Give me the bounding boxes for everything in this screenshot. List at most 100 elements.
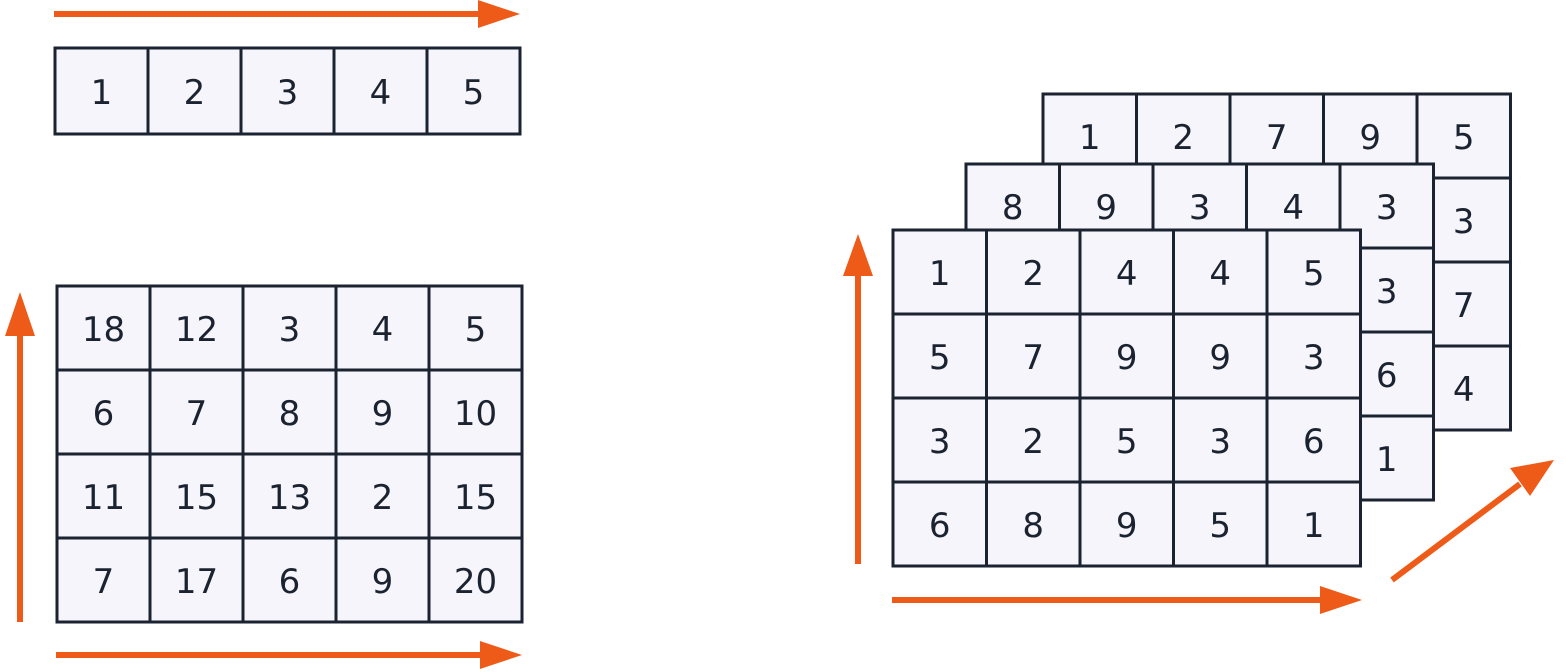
cell-value: 7: [1022, 338, 1044, 378]
cell-value: 1: [91, 73, 113, 113]
tensor-x-arrow: [892, 586, 1362, 614]
cell-value: 9: [1095, 188, 1117, 228]
cell-value: 2: [184, 73, 206, 113]
cell-value: 1: [1079, 118, 1101, 158]
cell-box: [55, 368, 152, 456]
matrix-cell: 2: [334, 452, 431, 540]
cell-value: 9: [1359, 118, 1381, 158]
cell-value: 5: [1303, 254, 1325, 294]
matrix-cell: 9: [334, 536, 431, 624]
matrix-cell: 7: [55, 536, 152, 624]
tensor-cell: 4: [1078, 228, 1175, 316]
matrix-cell: 9: [334, 368, 431, 456]
tensor-z-arrow: [1390, 460, 1554, 583]
tensor-cell: 3: [1338, 246, 1435, 334]
tensor-cell: 9: [1078, 312, 1175, 400]
cell-box: [1265, 396, 1362, 484]
cell-value: 9: [372, 562, 394, 602]
matrix-cell: 6: [241, 536, 338, 624]
cell-box: [55, 536, 152, 624]
matrix-x-arrow: [56, 641, 522, 669]
cell-box: [241, 536, 338, 624]
matrix-cell: 7: [148, 368, 245, 456]
tensor-cell: 5: [1265, 228, 1362, 316]
tensor-cell: 4: [1172, 228, 1269, 316]
tensor-cell: 5: [1172, 480, 1269, 568]
cell-box: [55, 452, 152, 540]
cell-box: [427, 536, 524, 624]
tensor-cell: 6: [1265, 396, 1362, 484]
cell-value: 1: [1303, 506, 1325, 546]
tensor-cell: 2: [985, 228, 1082, 316]
cell-value: 3: [1376, 272, 1398, 312]
cell-value: 8: [1002, 188, 1024, 228]
cell-box: [53, 46, 150, 136]
cell-box: [985, 228, 1082, 316]
vector-cell: 2: [146, 46, 243, 136]
matrix-cell: 8: [241, 368, 338, 456]
cell-value: 3: [1453, 202, 1475, 242]
cell-value: 5: [465, 310, 487, 350]
cell-value: 12: [175, 310, 218, 350]
cell-value: 5: [1116, 422, 1138, 462]
tensor-cell: 3: [891, 396, 988, 484]
cell-box: [55, 284, 152, 372]
cell-value: 13: [268, 478, 311, 518]
vector-grid: 1 2 3 4 5: [53, 46, 522, 136]
matrix-cell: 20: [427, 536, 524, 624]
cell-box: [1172, 480, 1269, 568]
cell-value: 4: [370, 73, 392, 113]
matrix-cell: 15: [427, 452, 524, 540]
cell-value: 2: [1172, 118, 1194, 158]
matrix-cell: 5: [427, 284, 524, 372]
cell-box: [1078, 396, 1175, 484]
cell-value: 7: [1453, 286, 1475, 326]
cell-box: [239, 46, 336, 136]
cell-value: 6: [929, 506, 951, 546]
cell-value: 2: [372, 478, 394, 518]
cell-value: 5: [1209, 506, 1231, 546]
cell-box: [425, 46, 522, 136]
cell-value: 5: [1453, 118, 1475, 158]
cell-value: 8: [279, 394, 301, 434]
cell-box: [891, 396, 988, 484]
cell-box: [985, 396, 1082, 484]
cell-value: 10: [454, 394, 497, 434]
cell-box: [334, 452, 431, 540]
cell-value: 3: [277, 73, 299, 113]
cell-value: 9: [372, 394, 394, 434]
cell-value: 3: [279, 310, 301, 350]
vector-cell: 5: [425, 46, 522, 136]
cell-value: 11: [82, 478, 125, 518]
tensor-cell: 7: [985, 312, 1082, 400]
matrix-cell: 6: [55, 368, 152, 456]
cell-value: 6: [1376, 356, 1398, 396]
cell-value: 5: [463, 73, 485, 113]
cell-box: [148, 536, 245, 624]
vector-x-arrow: [54, 0, 520, 28]
tensor-y-arrow: [843, 234, 873, 564]
cell-box: [427, 284, 524, 372]
cell-value: 4: [372, 310, 394, 350]
matrix-cell: 10: [427, 368, 524, 456]
cell-box: [334, 368, 431, 456]
cell-value: 15: [175, 478, 218, 518]
cell-value: 7: [186, 394, 208, 434]
cell-value: 7: [1266, 118, 1288, 158]
cell-box: [334, 536, 431, 624]
cell-value: 6: [1303, 422, 1325, 462]
vector-cell: 3: [239, 46, 336, 136]
tensor-cell: 2: [985, 396, 1082, 484]
cell-value: 1: [1376, 440, 1398, 480]
cell-value: 6: [279, 562, 301, 602]
cell-box: [985, 312, 1082, 400]
cell-value: 9: [1116, 506, 1138, 546]
cell-value: 3: [1209, 422, 1231, 462]
cell-value: 15: [454, 478, 497, 518]
cell-value: 4: [1116, 254, 1138, 294]
cell-value: 4: [1453, 370, 1475, 410]
